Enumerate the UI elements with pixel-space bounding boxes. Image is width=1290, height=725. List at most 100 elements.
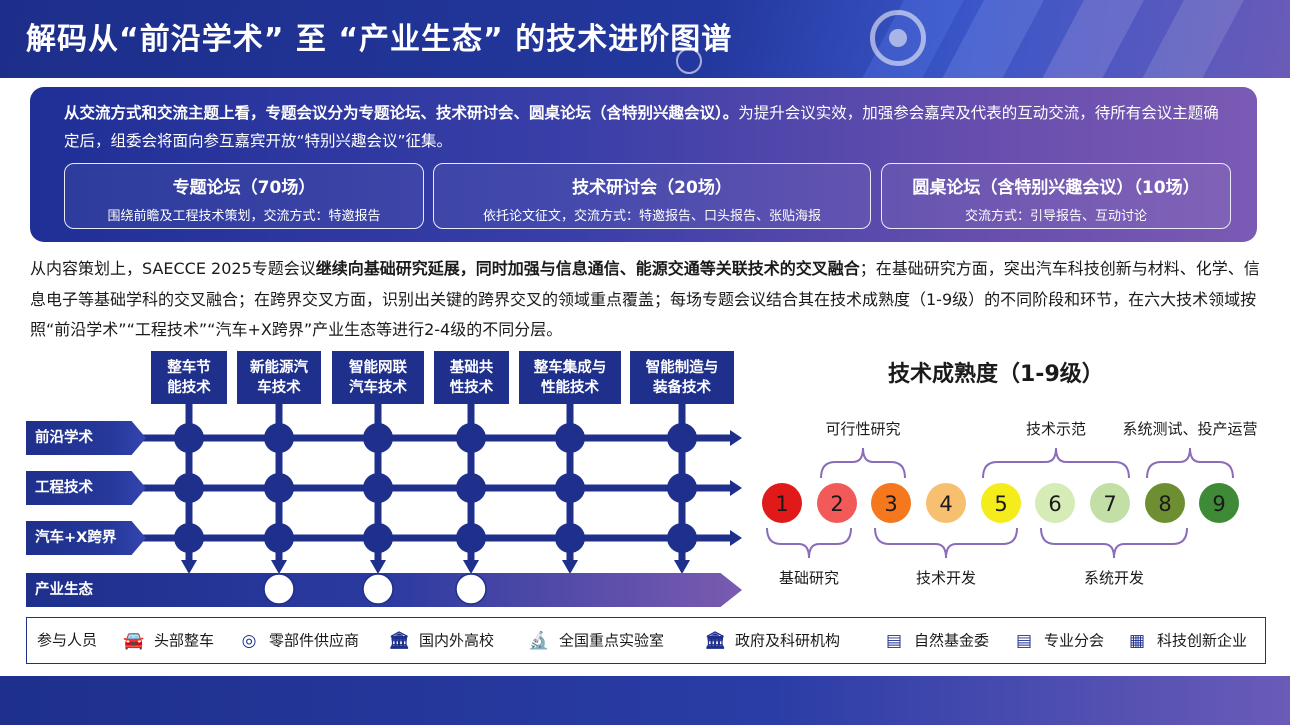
trl-title: 技术成熟度（1-9级） (888, 362, 1104, 387)
matrix-node (363, 523, 393, 553)
para-bold: 继续向基础研究延展，同时加强与信息通信、能源交通等关联技术的交叉融合 (315, 259, 860, 278)
matrix-node (667, 423, 697, 453)
trl-bottom-bracket (1040, 527, 1188, 559)
column-label-basic: 基础共 性技术 (434, 351, 509, 404)
format-title: 圆桌论坛（含特别兴趣会议）（10场） (912, 178, 1200, 198)
format-desc: 围绕前瞻及工程技术策划，交流方式：特邀报告 (107, 209, 381, 224)
matrix-node (456, 523, 486, 553)
trl-level-number: 1 (775, 492, 788, 516)
matrix-node (667, 473, 697, 503)
header-banner: 解码从“前沿学术” 至 “产业生态” 的技术进阶图谱 (0, 0, 1290, 78)
matrix-node (174, 423, 204, 453)
matrix-arrow-right (730, 430, 742, 446)
government-icon: 🏛 (704, 630, 726, 651)
matrix-node (456, 473, 486, 503)
matrix-node (555, 423, 585, 453)
trl-bottom-label: 基础研究 (779, 569, 839, 587)
legend-label: 零部件供应商 (269, 631, 360, 650)
trl-top-label: 可行性研究 (825, 420, 900, 438)
column-label-energy-saving: 整车节 能技术 (151, 351, 227, 404)
matrix-arrow-right (730, 530, 742, 546)
matrix-node (456, 423, 486, 453)
matrix-arrow-right (730, 480, 742, 496)
trl-top-bracket (982, 447, 1130, 479)
intro-card: 从交流方式和交流主题上看，专题会议分为专题论坛、技术研讨会、圆桌论坛（含特别兴趣… (30, 87, 1257, 242)
trl-level-circle (817, 483, 857, 523)
legend-item: ▦科技创新企业 (1125, 618, 1247, 662)
legend-title: 参与人员 (37, 631, 98, 649)
trl-level-number: 6 (1048, 492, 1061, 516)
matrix-arrow-down (370, 560, 386, 574)
row-label-crossover: 汽车+X跨界 (26, 521, 146, 555)
legend-item: 🏛政府及科研机构 (703, 618, 840, 662)
matrix-arrow-down (463, 560, 479, 574)
matrix-node (555, 473, 585, 503)
tech-matrix-grid (140, 404, 742, 574)
format-title: 技术研讨会（20场） (572, 178, 732, 198)
legend-label: 全国重点实验室 (559, 631, 665, 650)
matrix-arrow-down (271, 560, 287, 574)
trl-top-label: 系统测试、投产运营 (1122, 420, 1257, 438)
legend-item: 🔬 全国重点实验室 (527, 618, 664, 662)
content-paragraph: 从内容策划上，SAECCE 2025专题会议继续向基础研究延展，同时加强与信息通… (30, 254, 1260, 346)
matrix-node (264, 523, 294, 553)
page-title: 解码从“前沿学术” 至 “产业生态” 的技术进阶图谱 (26, 22, 733, 57)
intro-text: 从交流方式和交流主题上看，专题会议分为专题论坛、技术研讨会、圆桌论坛（含特别兴趣… (64, 99, 1234, 155)
trl-bottom-bracket (766, 527, 852, 559)
legend-label: 自然基金委 (914, 631, 990, 650)
university-icon: 🏛 (388, 630, 410, 651)
trl-bottom-bracket (874, 527, 1018, 559)
trl-level-number: 2 (830, 492, 843, 516)
intro-bold-lead: 从交流方式和交流主题上看，专题会议分为专题论坛、技术研讨会、圆桌论坛（含特别兴趣… (64, 104, 739, 122)
trl-level-circle (981, 483, 1021, 523)
globe-icon (676, 48, 702, 74)
trl-level-circle (1035, 483, 1075, 523)
matrix-node (363, 423, 393, 453)
trl-level-number: 8 (1158, 492, 1171, 516)
column-label-new-energy: 新能源汽 车技术 (237, 351, 321, 404)
legend-item: 🚘头部整车 (122, 618, 214, 662)
column-label-integration: 整车集成与 性能技术 (519, 351, 621, 404)
trl-bottom-label: 系统开发 (1084, 569, 1144, 587)
steering-wheel-icon: ◎ (241, 630, 257, 651)
format-box-roundtable: 圆桌论坛（含特别兴趣会议）（10场） 交流方式：引导报告、互动讨论 (881, 163, 1231, 229)
para-part-1: 从内容策划上，SAECCE 2025专题会议 (30, 259, 316, 278)
format-desc: 依托论文征文，交流方式：特邀报告、口头报告、张贴海报 (482, 209, 821, 224)
trl-bottom-label: 技术开发 (916, 569, 976, 587)
header-stripe (1025, 0, 1155, 78)
matrix-node (264, 473, 294, 503)
header-stripe (1125, 0, 1255, 78)
microscope-icon: 🔬 (528, 630, 550, 651)
foundation-icon: ▤ (885, 630, 903, 651)
trl-level-number: 7 (1103, 492, 1116, 516)
legend-label: 头部整车 (154, 631, 215, 650)
matrix-arrow-down (562, 560, 578, 574)
matrix-node (667, 523, 697, 553)
participants-legend: 参与人员 🚘头部整车 ◎ 零部件供应商 🏛 国内外高校 🔬 全国重点实验室 🏛政府及科研机构 ▤… (26, 617, 1266, 664)
intro-rest: 为提升会议实效，加强参会嘉宾及代表的互动交流，待所有会议主题确定后，组委会将面向… (64, 104, 1219, 150)
trl-level-circle (926, 483, 966, 523)
footer-band (0, 676, 1290, 725)
format-box-forum: 专题论坛（70场） 围绕前瞻及工程技术策划，交流方式：特邀报告 (64, 163, 424, 229)
row-label-frontier: 前沿学术 (26, 421, 146, 455)
branch-icon: ▤ (1015, 630, 1033, 651)
matrix-node (363, 473, 393, 503)
legend-item: 🏛 国内外高校 (387, 618, 494, 662)
column-label-connected: 智能网联 汽车技术 (332, 351, 424, 404)
trl-top-bracket (820, 447, 906, 479)
format-box-workshop: 技术研讨会（20场） 依托论文征文，交流方式：特邀报告、口头报告、张贴海报 (433, 163, 871, 229)
matrix-node (264, 423, 294, 453)
trl-level-number: 5 (994, 492, 1007, 516)
matrix-arrow-down (181, 560, 197, 574)
row-label-industry: 产业生态 (26, 573, 742, 607)
matrix-arrow-down (674, 560, 690, 574)
legend-item: ▤专业分会 (1012, 618, 1104, 662)
para-part-2: ；在基础研究方面，突出汽车科技创新与材料、化学、信息电子等基础学科的交叉融合；在… (30, 259, 1260, 339)
legend-item: ◎ 零部件供应商 (237, 618, 359, 662)
legend-label: 国内外高校 (419, 631, 495, 650)
row-label-engineering: 工程技术 (26, 471, 146, 505)
column-label-manufacturing: 智能制造与 装备技术 (630, 351, 734, 404)
trl-top-label: 技术示范 (1026, 420, 1086, 438)
legend-label: 科技创新企业 (1157, 631, 1248, 650)
trl-level-circle (762, 483, 802, 523)
